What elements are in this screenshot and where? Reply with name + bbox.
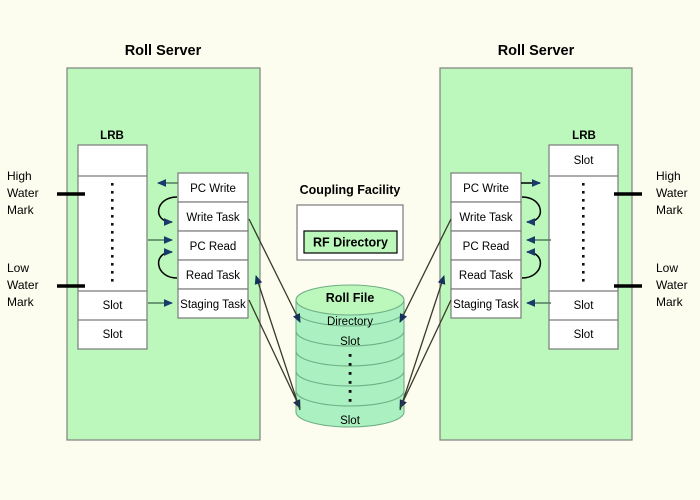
right-high-water-line-1: Water [656, 186, 688, 200]
left-task-read-task [177, 259, 249, 290]
right-lrb-cell-0: Slot [574, 155, 595, 167]
left-task-label-2: PC Read [190, 241, 237, 253]
roll-file-segment-1: Slot [340, 336, 361, 348]
right-high-water-line-2: Mark [656, 203, 684, 217]
right-task-label-0: PC Write [463, 183, 509, 195]
roll-file-segment-0: Directory [327, 316, 373, 328]
left-low-water-mark-label: Low Water Mark [7, 261, 39, 309]
left-arrow-writetask-to-rollfile [248, 218, 301, 323]
left-low-water-line-2: Mark [7, 295, 35, 309]
right-lrb-cell-3: Slot [574, 329, 595, 341]
left-task-label-4: Staging Task [180, 299, 246, 311]
left-arrow-rollfile-to-readtask [254, 275, 301, 411]
roll-file-dots [348, 354, 352, 402]
left-arrow-staging-to-rollfile [248, 299, 301, 409]
left-lrb-label: LRB [100, 130, 124, 142]
left-high-water-line-1: Water [7, 186, 39, 200]
roll-file-segment-4: Slot [340, 415, 361, 427]
left-task-label-3: Read Task [186, 270, 240, 282]
right-low-water-line-2: Mark [656, 295, 684, 309]
roll-file-title: Roll File [326, 291, 375, 305]
coupling-facility-title: Coupling Facility [300, 183, 401, 197]
left-low-water-line-1: Water [7, 278, 39, 292]
left-task-label-0: PC Write [190, 183, 236, 195]
left-server-title: Roll Server [125, 43, 202, 59]
left-lrb-cell-3: Slot [103, 329, 124, 341]
right-high-water-line-0: High [656, 169, 681, 183]
right-curve-read [521, 248, 542, 279]
left-curve-write [157, 196, 178, 226]
right-arrow-staging-to-rollfile [399, 299, 452, 409]
left-lrb-cell-2: Slot [103, 300, 124, 312]
right-task-read-task [450, 259, 522, 290]
right-task-write-task [450, 201, 522, 232]
right-task-staging-task [450, 288, 522, 319]
right-task-label-3: Read Task [459, 270, 513, 282]
rf-directory-label: RF Directory [313, 236, 388, 250]
right-low-water-mark-label: Low Water Mark [656, 261, 688, 309]
right-low-water-line-0: Low [656, 261, 678, 275]
left-task-label-1: Write Task [186, 212, 240, 224]
right-task-label-2: PC Read [463, 241, 510, 253]
right-server-title: Roll Server [498, 43, 575, 59]
right-task-label-1: Write Task [459, 212, 513, 224]
rf-directory-box [303, 230, 398, 254]
right-lrb-dots [582, 183, 585, 282]
right-arrow-writetask-to-rollfile [399, 218, 452, 323]
left-high-water-line-2: Mark [7, 203, 35, 217]
right-lrb-label: LRB [572, 130, 596, 142]
right-task-label-4: Staging Task [453, 299, 519, 311]
right-curve-write [521, 196, 542, 226]
left-lrb-dots [111, 183, 114, 282]
left-curve-read [157, 248, 178, 279]
left-low-water-line-0: Low [7, 261, 29, 275]
right-lrb-cell-2: Slot [574, 300, 595, 312]
left-task-staging-task [177, 288, 249, 319]
right-low-water-line-1: Water [656, 278, 688, 292]
left-high-water-mark-label: High Water Mark [7, 169, 39, 217]
right-task-pc-read [450, 230, 522, 261]
right-arrow-rollfile-to-readtask [399, 275, 446, 411]
left-high-water-line-0: High [7, 169, 32, 183]
right-high-water-mark-label: High Water Mark [656, 169, 688, 217]
